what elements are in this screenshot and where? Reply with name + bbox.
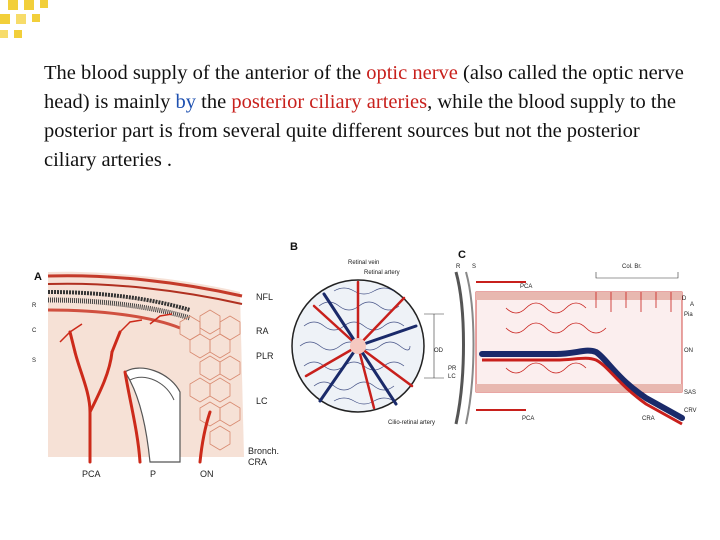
text-segment: (also called the optic nerve head) is ma… (44, 62, 684, 113)
figure-b-bottom-label: Cilio-retinal artery (388, 420, 435, 426)
text-segment: the (196, 91, 232, 113)
figure-c-right-label: A (690, 302, 694, 308)
figure-c-top-label: R (456, 264, 461, 270)
text-segment: The blood supply of the anterior of the (44, 62, 367, 84)
text-optic-nerve: optic nerve (366, 62, 458, 84)
figure-a-right-label: PLR (256, 351, 274, 361)
figure-a-right-label: LC (256, 396, 268, 406)
figure-c-left-label: PR (448, 366, 457, 372)
figure-a-right-label: Bronch. (248, 446, 279, 456)
figure-c-top-label: S (472, 264, 476, 270)
figure-c-right-label: CRA (642, 416, 655, 422)
figure-a-left-label: S (32, 358, 36, 364)
figure-c-letter: C (458, 249, 466, 261)
figure-a-right-label: RA (256, 326, 269, 336)
figure-c-right-label: CRV (684, 408, 697, 414)
slide-text: The blood supply of the anterior of the … (44, 59, 694, 175)
figure-b-top-label: Retinal artery (364, 270, 400, 276)
figure-c-pca-bottom-label: PCA (522, 416, 534, 422)
figure-c-pca-top-label: PCA (520, 284, 532, 290)
figure-c-col-label: Col. Br. (622, 264, 642, 270)
figure-a-right-label: CRA (248, 457, 267, 467)
corner-decoration (0, 0, 48, 38)
figure-a-bottom-label: ON (200, 469, 214, 479)
figure-b-top-label: Retinal vein (348, 260, 379, 266)
text-posterior-ciliary-arteries: posterior ciliary arteries (231, 91, 428, 113)
figure-c-right-label: Pia (684, 312, 693, 318)
figure-a-left-label: R (32, 303, 37, 309)
figure-a-left-label: C (32, 328, 37, 334)
figure-a-letter: A (34, 271, 42, 283)
figure-a-right-label: NFL (256, 292, 273, 302)
figure-a-bottom-label: P (150, 469, 156, 479)
figure-b-letter: B (290, 241, 298, 253)
figure-a-bottom-label: PCA (82, 469, 101, 479)
figure-b-optic-disc: B Retinal vein Retinal artery OD Cilio-r… (290, 241, 444, 426)
figure-c-right-label: SAS (684, 390, 696, 396)
figure-c-right-label: ON (684, 348, 693, 354)
figure-c-left-label: LC (448, 374, 456, 380)
text-by: by (175, 91, 197, 113)
figure-c-longitudinal-section: C R S Col. Br. PCA PCA D A Pia ON SAS CR… (448, 249, 697, 426)
text-segment: , while the blood supply to the posterio… (44, 91, 676, 171)
figure-a-optic-nerve-head: A R C S NFL RA PLR LC (32, 271, 279, 479)
figure-c-right-label: D (682, 296, 687, 302)
figure-b-side-label: OD (434, 348, 444, 354)
